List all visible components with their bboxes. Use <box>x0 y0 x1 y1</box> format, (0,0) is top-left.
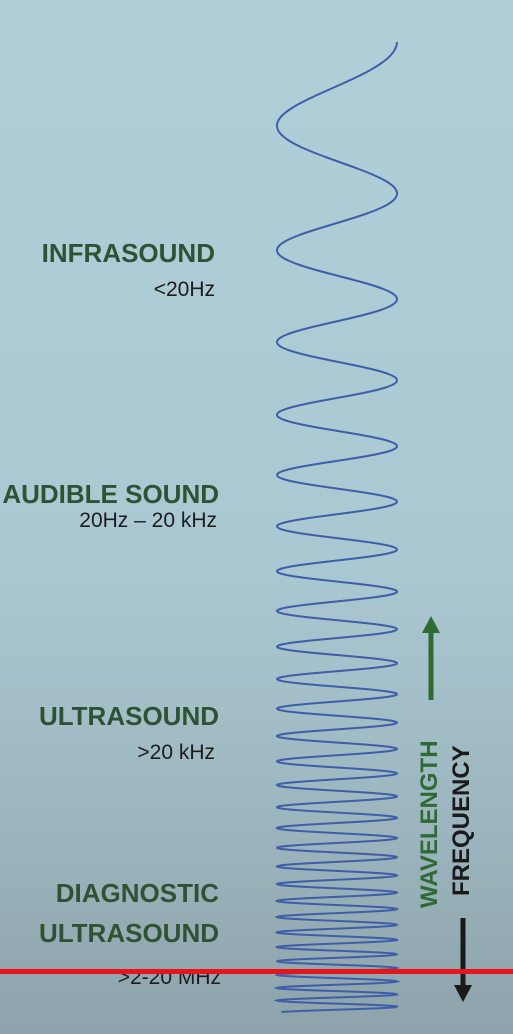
diagnostic-ultrasound-title-line1: DIAGNOSTIC <box>55 878 219 908</box>
wavelength-arrow <box>422 616 440 700</box>
ultrasound-title: ULTRASOUND <box>38 701 219 731</box>
frequency-arrow <box>454 918 472 1002</box>
diagnostic-ultrasound-title-line2: ULTRASOUND <box>38 918 219 948</box>
ultrasound-range: >20 kHz <box>137 741 215 764</box>
infrasound-range: <20Hz <box>153 278 215 301</box>
sine-wave <box>273 41 401 1013</box>
infrasound-title: INFRASOUND <box>41 238 215 268</box>
audible-sound-range: 20Hz – 20 kHz <box>79 509 217 532</box>
red-marker-line <box>0 969 513 974</box>
frequency-label: FREQUENCY <box>448 745 475 896</box>
wavelength-label: WAVELENGTH <box>416 740 443 908</box>
audible-sound-title: AUDIBLE SOUND <box>2 479 219 509</box>
